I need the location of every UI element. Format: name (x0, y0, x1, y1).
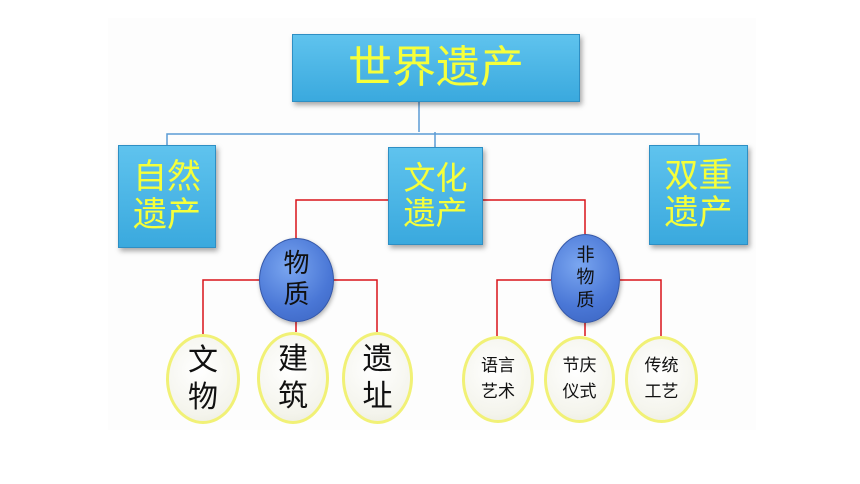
intangible-branch-line (483, 199, 586, 234)
root-connectors (166, 102, 700, 147)
root-node: 世界遗产 (292, 34, 580, 102)
sites-node: 遗 址 (342, 332, 413, 424)
craft-label: 传统 工艺 (644, 356, 679, 402)
material-label: 物 质 (283, 248, 310, 310)
material-connectors (202, 279, 378, 334)
intangible-connectors (496, 279, 662, 336)
sites-label: 遗 址 (362, 341, 393, 415)
mixed-heritage-label: 双重 遗产 (664, 155, 733, 233)
language-art-line (496, 279, 551, 336)
natural-heritage-label: 自然 遗产 (133, 157, 201, 235)
sites-line (334, 279, 378, 332)
cultural-heritage-node: 文化 遗产 (388, 147, 483, 245)
natural-heritage-node: 自然 遗产 (118, 145, 216, 248)
festival-label: 节庆 仪式 (562, 356, 597, 402)
architecture-label: 建 筑 (278, 341, 308, 415)
craft-line (620, 279, 662, 336)
language-art-label: 语言 艺术 (481, 356, 515, 402)
relics-line (202, 279, 259, 334)
intangible-label: 非 物 质 (576, 244, 595, 311)
root-label: 世界遗产 (348, 41, 524, 93)
relics-node: 文 物 (166, 334, 240, 424)
architecture-node: 建 筑 (257, 332, 329, 424)
intangible-node: 非 物 质 (551, 234, 620, 323)
cultural-heritage-label: 文化 遗产 (403, 158, 468, 232)
craft-node: 传统 工艺 (625, 336, 698, 423)
culture-connectors (295, 199, 586, 238)
mixed-heritage-node: 双重 遗产 (649, 145, 748, 245)
material-node: 物 质 (259, 238, 334, 322)
root-branch-line (166, 133, 700, 145)
relics-label: 文 物 (188, 342, 218, 416)
material-branch-line (295, 199, 388, 238)
language-art-node: 语言 艺术 (462, 336, 534, 423)
festival-node: 节庆 仪式 (544, 336, 615, 423)
